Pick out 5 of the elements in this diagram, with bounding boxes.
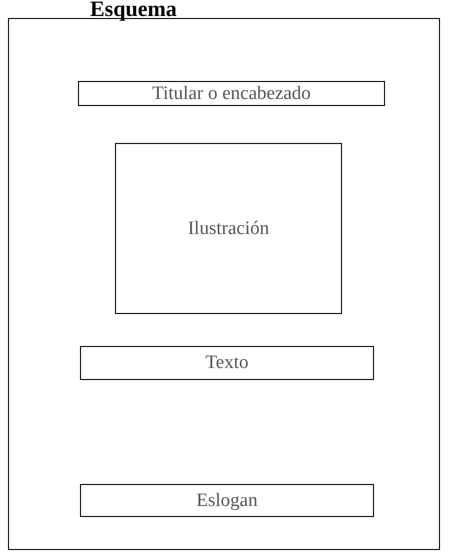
- page-title: Esquema: [90, 0, 177, 22]
- layout-box: Titular o encabezado: [78, 81, 385, 106]
- layout-box: Texto: [80, 346, 374, 380]
- layout-box: Eslogan: [80, 484, 374, 517]
- layout-box: Ilustración: [115, 143, 342, 314]
